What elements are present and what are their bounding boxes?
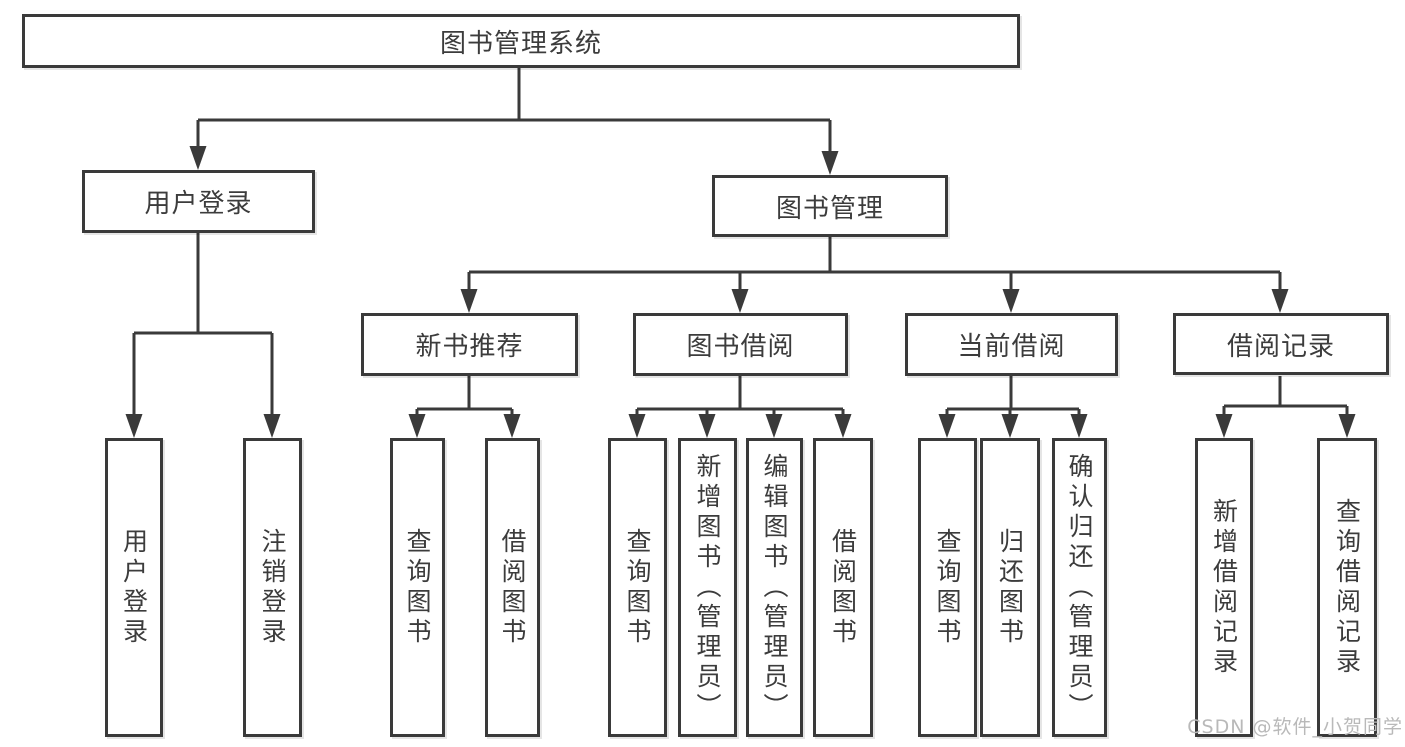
leaf-return-books-label: 归还图书 (995, 527, 1025, 648)
leaf-query-books-current-label: 查询图书 (933, 527, 962, 648)
leaf-add-books-admin-label: 新增图书（管理员） (693, 452, 722, 723)
leaf-logout-login-label: 注销登录 (258, 527, 287, 648)
leaf-edit-books-admin: 编辑图书（管理员） (746, 438, 803, 737)
node-book-management-label: 图书管理 (775, 193, 884, 224)
node-current-borrowing: 当前借阅 (905, 313, 1118, 376)
leaf-query-books-borrow-label: 查询图书 (623, 527, 652, 648)
watermark: CSDN @软件_小贺同学 (1187, 716, 1403, 738)
node-new-book-recommendation: 新书推荐 (361, 313, 578, 376)
leaf-query-books-recommend: 查询图书 (390, 438, 445, 737)
node-root-label: 图书管理系统 (439, 28, 602, 59)
leaf-logout-login: 注销登录 (243, 438, 302, 737)
leaf-user-login-label: 用户登录 (119, 527, 149, 648)
leaf-edit-books-admin-label: 编辑图书（管理员） (760, 452, 789, 723)
node-user-login-label: 用户登录 (144, 189, 253, 219)
leaf-return-books: 归还图书 (980, 438, 1040, 737)
arrowhead-icons (125, 146, 1356, 438)
leaf-add-books-admin: 新增图书（管理员） (678, 438, 737, 737)
node-new-book-recommendation-label: 新书推荐 (415, 332, 524, 362)
node-book-borrowing-label: 图书借阅 (686, 332, 795, 362)
leaf-query-books-recommend-label: 查询图书 (403, 527, 432, 648)
leaf-query-books-borrow: 查询图书 (608, 438, 667, 737)
leaf-confirm-return-admin: 确认归还（管理员） (1052, 438, 1107, 737)
leaf-query-borrow-record-label: 查询借阅记录 (1332, 497, 1362, 678)
leaf-borrow-books-label: 借阅图书 (828, 527, 858, 648)
leaf-add-borrow-record: 新增借阅记录 (1195, 438, 1253, 737)
node-current-borrowing-label: 当前借阅 (957, 332, 1066, 362)
leaf-add-borrow-record-label: 新增借阅记录 (1209, 497, 1239, 678)
node-borrowing-records-label: 借阅记录 (1226, 331, 1335, 362)
node-borrowing-records: 借阅记录 (1173, 313, 1389, 375)
leaf-query-books-current: 查询图书 (918, 438, 977, 737)
leaf-user-login: 用户登录 (105, 438, 163, 737)
leaf-borrow-books-recommend-label: 借阅图书 (498, 527, 527, 648)
leaf-borrow-books: 借阅图书 (813, 438, 873, 737)
node-user-login: 用户登录 (82, 170, 315, 233)
leaf-borrow-books-recommend: 借阅图书 (485, 438, 540, 737)
node-root: 图书管理系统 (22, 14, 1020, 68)
leaf-query-borrow-record: 查询借阅记录 (1317, 438, 1377, 737)
leaf-confirm-return-admin-label: 确认归还（管理员） (1065, 452, 1094, 723)
node-book-management: 图书管理 (712, 175, 948, 237)
node-book-borrowing: 图书借阅 (633, 313, 848, 376)
